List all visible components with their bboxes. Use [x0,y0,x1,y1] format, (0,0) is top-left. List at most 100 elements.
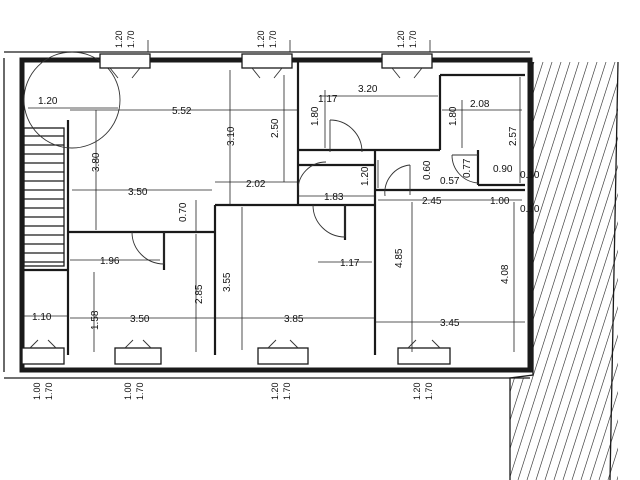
neighbour-hatch [140,40,640,480]
dim-2-08: 2.08 [470,99,490,110]
dim-5-52: 5.52 [172,106,192,117]
win-bot-3-h: 1.70 [282,382,292,400]
hatch-line [311,40,451,480]
hatch-line [544,62,618,480]
hatch-line [535,62,618,480]
dim-0-10-b: 0.10 [520,204,540,215]
win-top-1-h: 1.70 [126,30,136,48]
dim-4-08: 4.08 [500,264,511,284]
neighbour-boundary [509,62,534,480]
hatch-line [510,62,614,480]
window-labels-bottom: 1.00 1.70 1.00 1.70 1.20 1.70 1.20 1.70 [32,382,434,400]
dim-2-50: 2.50 [270,118,281,138]
dim-1-17-mid: 1.17 [340,258,360,269]
hatch-line [212,40,352,480]
win-top-2-h: 1.70 [268,30,278,48]
dim-1-20-circle: 1.20 [38,96,58,107]
dim-1-58: 1.58 [90,310,101,330]
hatch-line [510,62,605,480]
hatch-line [616,62,618,480]
win-bot-3-w: 1.20 [270,382,280,400]
win-bot-2-h: 1.70 [135,382,145,400]
dim-3-50-lower: 3.50 [130,314,150,325]
win-bot-2-w: 1.00 [123,382,133,400]
neighbour-edge [609,61,619,480]
window-bottom-2 [114,339,162,365]
hatch-line [185,40,325,480]
hatch-line [510,62,560,480]
dim-0-10-a: 0.10 [520,170,540,181]
dim-2-57: 2.57 [508,126,519,146]
dim-1-80-b: 1.80 [448,106,459,126]
hatch-line [302,40,442,480]
dim-0-70: 0.70 [178,202,189,222]
bottom-windows [21,339,451,365]
win-bot-1-w: 1.00 [32,382,42,400]
dim-0-77: 0.77 [462,158,473,178]
hatch-line [635,40,640,480]
hatch-line [510,62,587,480]
win-top-2-w: 1.20 [256,30,266,48]
hatch-line [510,62,578,480]
top-windows [99,53,433,79]
window-top-2 [241,53,293,79]
win-bot-4-h: 1.70 [424,382,434,400]
hatch-line [580,62,618,480]
dim-3-10: 3.10 [226,126,237,146]
dim-2-85: 2.85 [194,284,205,304]
dim-1-80-a: 1.80 [310,106,321,126]
dim-3-85: 3.85 [284,314,304,325]
hatch-line [248,40,388,480]
hatch-line [176,40,316,480]
dim-1-00: 1.00 [490,196,510,207]
window-bottom-1 [21,339,65,365]
dim-3-55: 3.55 [222,272,233,292]
dim-1-96: 1.96 [100,256,120,267]
turning-circle [23,51,121,149]
hatch-line [510,62,618,480]
dim-3-20: 3.20 [358,84,378,95]
hatch-line [140,40,280,480]
hatch-line [510,62,618,480]
window-bottom-3 [257,339,309,365]
dim-2-02: 2.02 [246,179,266,190]
staircase [23,127,65,267]
window-top-3 [381,53,433,79]
hatch-line [510,62,618,480]
dimension-labels: 1.20 5.52 3.10 2.50 1.17 3.20 1.80 2.08 … [32,84,540,330]
dim-3-80: 3.80 [91,152,102,172]
hatch-line [626,40,640,480]
hatch-line [266,40,406,480]
hatch-line [598,62,618,480]
hatch-line [553,62,618,480]
dim-0-90: 0.90 [493,164,513,175]
win-top-1-w: 1.20 [114,30,124,48]
window-bottom-4 [397,339,451,365]
hatch-line [607,62,618,480]
door-swings [23,51,479,265]
hatch-line [517,62,618,480]
hatch-line [571,62,618,480]
window-top-1 [99,53,151,79]
dim-1-10: 1.10 [32,312,52,323]
hatch-line [203,40,343,480]
dim-2-45: 2.45 [422,196,442,207]
win-top-3-h: 1.70 [408,30,418,48]
win-bot-1-h: 1.70 [44,382,54,400]
dim-4-85: 4.85 [394,248,405,268]
hatch-line [510,62,618,480]
win-bot-4-w: 1.20 [412,382,422,400]
window-labels-top: 1.20 1.70 1.20 1.70 1.20 1.70 [114,30,418,48]
dim-3-50-upper: 3.50 [128,187,148,198]
dim-0-60: 0.60 [422,160,433,180]
hatch-line [562,62,618,480]
dim-1-83: 1.83 [324,192,344,203]
dimension-lines [24,40,525,352]
hatch-line [149,40,289,480]
hatch-line [347,40,487,480]
dim-1-17-top: 1.17 [318,94,338,105]
win-top-3-w: 1.20 [396,30,406,48]
hatch-line [589,62,618,480]
hatch-line [526,62,618,480]
